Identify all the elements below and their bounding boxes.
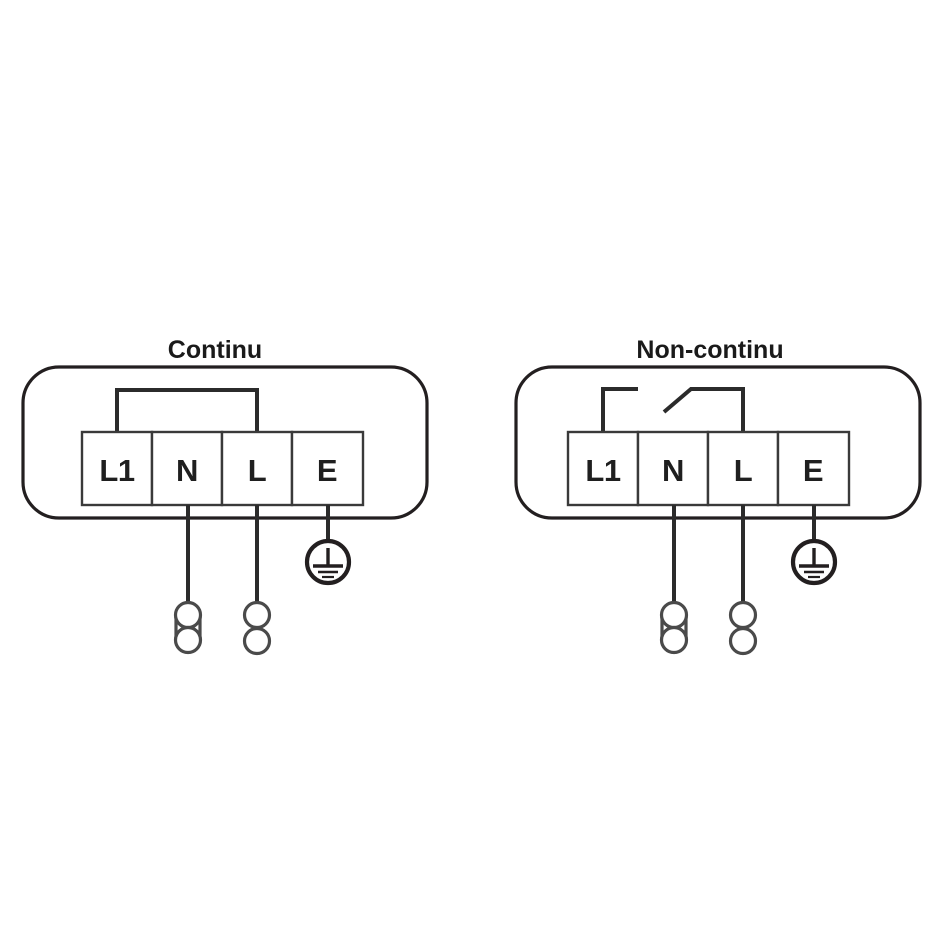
double-circle-connector-icon-continu [242, 600, 272, 656]
switch-blade-and-right-leg [662, 387, 745, 432]
terminal-cell-e[interactable] [776, 430, 851, 507]
open-switch-icon-non-continu [601, 387, 745, 432]
terminal-block-non-continu: L1 N L E [566, 430, 851, 507]
terminal-label-l: L [734, 453, 752, 488]
double-circle-connector-icon-non-continu [728, 600, 758, 656]
earth-ground-icon-continu [304, 538, 352, 586]
terminal-label-l1: L1 [585, 453, 620, 488]
diagram-non-continu: Non-continu L1 N L E [514, 336, 922, 656]
terminal-cell-l[interactable] [706, 430, 780, 507]
terminal-cell-l1[interactable] [566, 430, 640, 507]
diagram-title-continu: Continu [168, 336, 262, 364]
terminal-label-l: L [248, 453, 266, 488]
terminal-block-continu: L1 N L E [80, 430, 365, 507]
earth-ground-icon-non-continu [790, 538, 838, 586]
terminal-cell-e[interactable] [290, 430, 365, 507]
diagram-title-non-continu: Non-continu [636, 336, 783, 364]
terminal-label-e: E [317, 453, 337, 488]
terminal-cell-n[interactable] [150, 430, 224, 507]
double-capsule-connector-icon-continu [173, 600, 203, 655]
double-capsule-connector-icon-non-continu [659, 600, 689, 655]
jumper-link-continu [115, 388, 259, 432]
switch-left-leg [601, 387, 638, 432]
diagram-continu: Continu L1 N L E [21, 336, 429, 656]
terminal-label-n: N [662, 453, 684, 488]
terminal-label-n: N [176, 453, 198, 488]
terminal-label-e: E [803, 453, 823, 488]
terminal-label-l1: L1 [99, 453, 134, 488]
